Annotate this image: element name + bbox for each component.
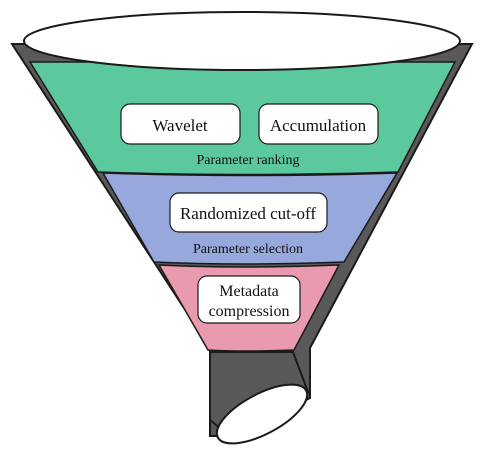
randomized-cutoff-label: Randomized cut-off <box>180 204 316 223</box>
stage-parameter-ranking <box>28 61 457 176</box>
wavelet-box <box>120 103 241 145</box>
parameter-selection-label: Parameter selection <box>193 242 303 257</box>
spout-opening <box>215 383 309 445</box>
metadata-label: Metadata <box>219 283 279 300</box>
parameter-ranking-label: Parameter ranking <box>196 153 299 168</box>
accumulation-label: Accumulation <box>270 116 367 135</box>
wavelet-label: Wavelet <box>152 116 208 135</box>
compression-label: compression <box>209 303 290 320</box>
funnel-top-opening <box>23 11 461 71</box>
metadata-compression-box <box>197 275 301 324</box>
randomized-cutoff-box <box>169 192 328 233</box>
accumulation-box <box>258 103 379 145</box>
